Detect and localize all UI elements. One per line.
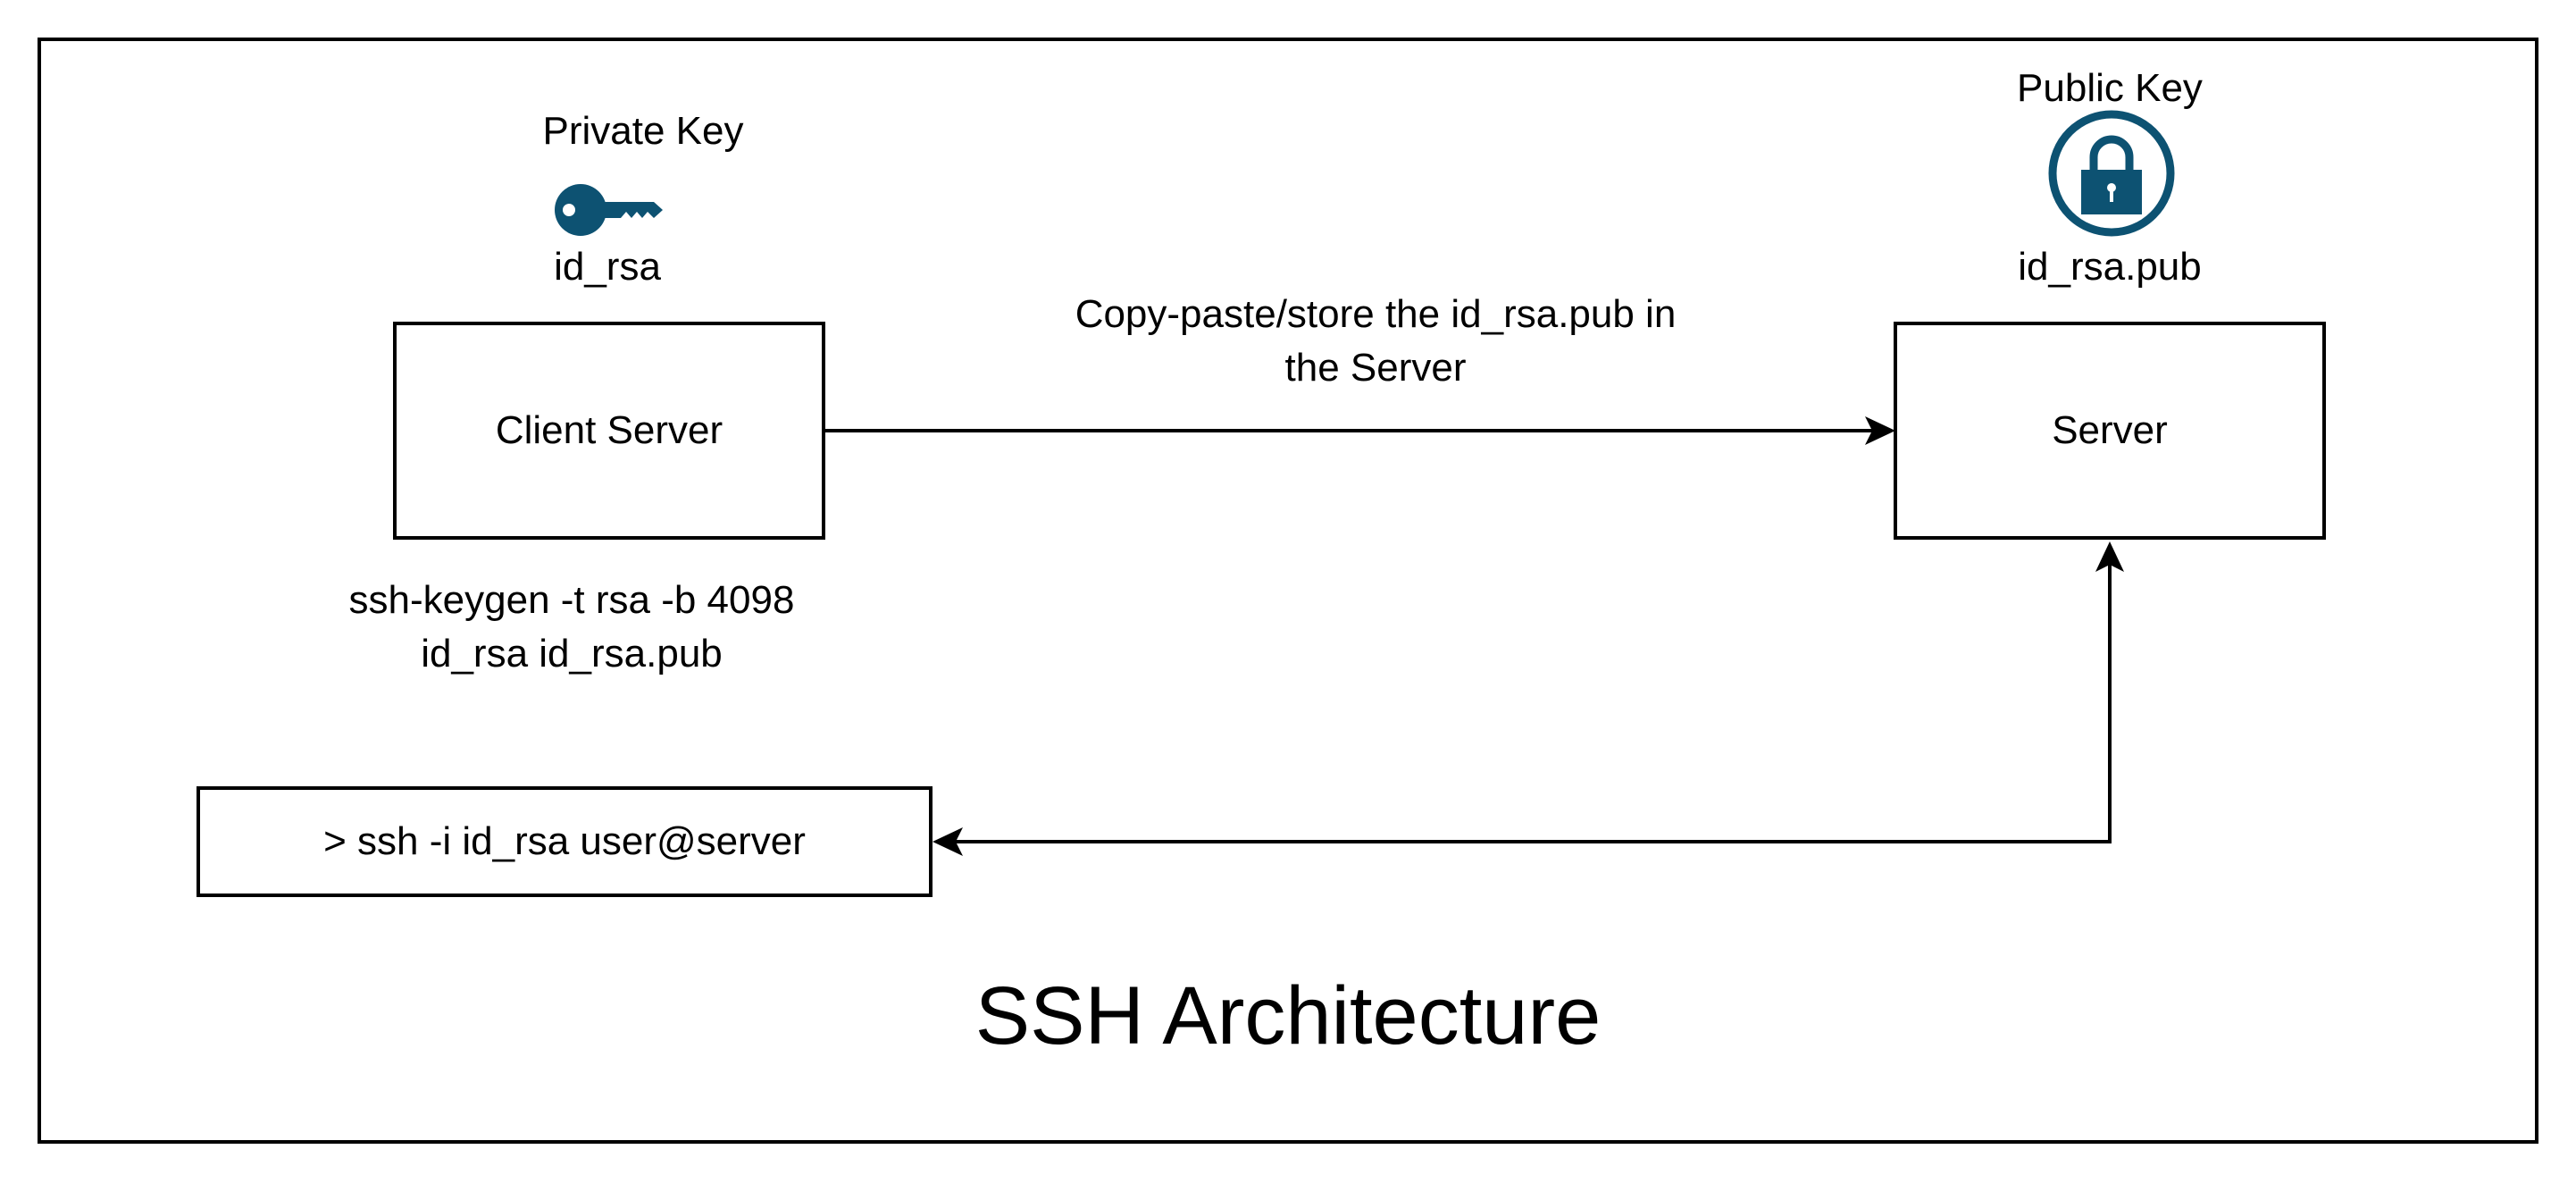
- diagram-frame: [38, 38, 2538, 1144]
- edge-copy-line1: Copy-paste/store the id_rsa.pub in: [1075, 292, 1677, 336]
- server-node: Server: [1894, 322, 2326, 540]
- edge-server-arrowhead: [2095, 541, 2124, 572]
- diagram-title: SSH Architecture: [974, 970, 1602, 1061]
- lock-icon: [2048, 110, 2175, 237]
- ssh-command-node: > ssh -i id_rsa user@server: [197, 786, 933, 897]
- public-key-filename: id_rsa.pub: [2018, 245, 2202, 289]
- private-key-filename: id_rsa: [554, 245, 661, 289]
- server-label: Server: [2052, 408, 2168, 452]
- ssh-command-label: > ssh -i id_rsa user@server: [323, 819, 806, 863]
- edge-ssh-command-arrowhead: [933, 827, 963, 856]
- key-icon: [555, 184, 663, 236]
- edge-client-to-server-arrowhead: [1865, 416, 1895, 445]
- keygen-command: ssh-keygen -t rsa -b 4098: [348, 578, 795, 622]
- private-key-heading: Private Key: [542, 109, 744, 153]
- edge-copy-line2: the Server: [1284, 346, 1467, 390]
- keygen-note: ssh-keygen -t rsa -b 4098 id_rsa id_rsa.…: [304, 574, 840, 681]
- client-server-label: Client Server: [495, 408, 723, 452]
- edge-server-to-ssh-command: [956, 563, 2112, 843]
- client-server-node: Client Server: [393, 322, 825, 540]
- public-key-heading: Public Key: [2017, 66, 2203, 110]
- edge-copy-label: Copy-paste/store the id_rsa.pub in the S…: [929, 288, 1822, 395]
- keygen-output: id_rsa id_rsa.pub: [421, 632, 723, 675]
